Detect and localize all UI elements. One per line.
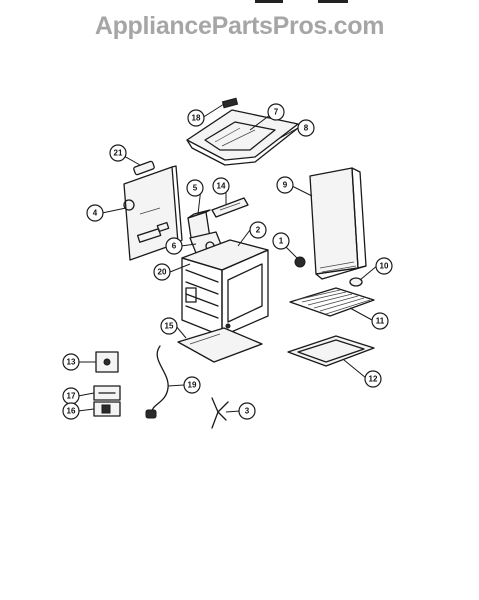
- svg-text:20: 20: [158, 268, 167, 277]
- oven-rack-part[interactable]: [289, 287, 375, 317]
- bracket-part[interactable]: [211, 197, 249, 218]
- callout-17: 17: [62, 387, 80, 405]
- oven-body-part[interactable]: [181, 239, 269, 337]
- broiler-pan-part[interactable]: [287, 335, 375, 367]
- scan-mark: [255, 0, 283, 3]
- leg-part[interactable]: [211, 397, 229, 429]
- top-panel-part[interactable]: [186, 109, 299, 166]
- callout-13: 13: [62, 353, 80, 371]
- callout-12: 12: [364, 370, 382, 388]
- svg-text:6: 6: [172, 242, 177, 251]
- svg-text:19: 19: [188, 381, 197, 390]
- svg-text:10: 10: [380, 262, 389, 271]
- svg-text:15: 15: [165, 322, 174, 331]
- callout-21: 21: [109, 144, 127, 162]
- callout-14: 14: [212, 177, 230, 195]
- callout-16: 16: [62, 402, 80, 420]
- svg-text:11: 11: [376, 317, 385, 326]
- svg-text:3: 3: [245, 407, 250, 416]
- svg-text:7: 7: [274, 108, 279, 117]
- svg-text:12: 12: [369, 375, 378, 384]
- svg-text:14: 14: [217, 182, 226, 191]
- svg-text:1: 1: [279, 237, 284, 246]
- bottom-panel-part[interactable]: [177, 327, 263, 363]
- callout-19: 19: [183, 376, 201, 394]
- callout-2: 2: [249, 221, 267, 239]
- callout-11: 11: [371, 312, 389, 330]
- hardware-pack-part[interactable]: [95, 351, 119, 373]
- callout-18: 18: [187, 109, 205, 127]
- svg-text:8: 8: [304, 124, 309, 133]
- svg-text:4: 4: [93, 209, 98, 218]
- watermark-text: AppliancePartsPros.com: [94, 12, 385, 40]
- badge-part[interactable]: [133, 160, 155, 176]
- svg-text:17: 17: [67, 392, 76, 401]
- callout-1: 1: [272, 232, 290, 250]
- callout-15: 15: [160, 317, 178, 335]
- callout-5: 5: [186, 179, 204, 197]
- knob-part[interactable]: [294, 256, 306, 268]
- callout-3: 3: [238, 402, 256, 420]
- power-cord-part[interactable]: [145, 345, 169, 419]
- svg-text:5: 5: [193, 184, 198, 193]
- callout-7: 7: [267, 103, 285, 121]
- scan-mark: [318, 0, 348, 3]
- top-panel-clip-part[interactable]: [221, 97, 239, 109]
- label-pack-part[interactable]: [93, 401, 121, 417]
- screw-pack-part[interactable]: [93, 385, 121, 401]
- callout-4: 4: [86, 204, 104, 222]
- callout-20: 20: [153, 263, 171, 281]
- callout-10: 10: [375, 257, 393, 275]
- svg-text:9: 9: [283, 181, 288, 190]
- svg-text:18: 18: [192, 114, 201, 123]
- oven-door-part[interactable]: [309, 167, 367, 280]
- svg-text:16: 16: [67, 407, 76, 416]
- svg-text:21: 21: [114, 149, 123, 158]
- svg-text:2: 2: [256, 226, 261, 235]
- fitting-part[interactable]: [349, 277, 363, 287]
- callout-6: 6: [165, 237, 183, 255]
- callout-9: 9: [276, 176, 294, 194]
- callout-8: 8: [297, 119, 315, 137]
- svg-text:13: 13: [67, 358, 76, 367]
